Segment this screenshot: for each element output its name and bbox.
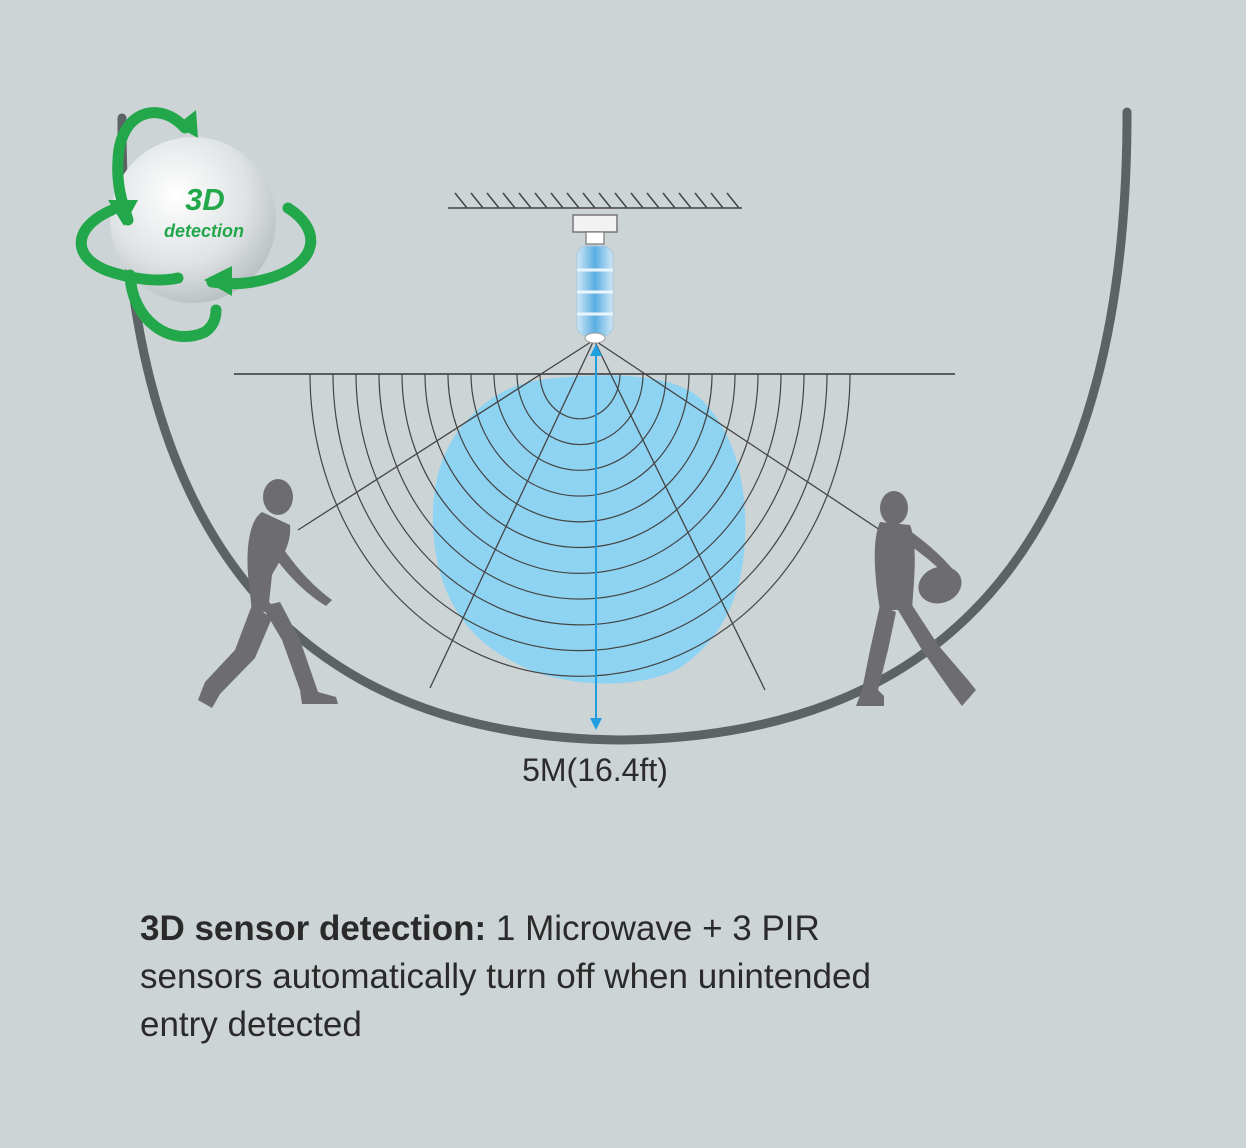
- 3d-detection-badge: 3D detection: [75, 107, 317, 342]
- detection-range-arcs: [309, 373, 851, 677]
- ceiling-hatch: [518, 192, 532, 209]
- bowl-arc: [117, 107, 1132, 745]
- ceiling-hatch: [614, 192, 628, 209]
- ceiling-hatch: [662, 192, 676, 209]
- ceiling-hatch: [646, 192, 660, 209]
- ceiling-hatch: [486, 192, 500, 209]
- pir-beams: [297, 339, 881, 691]
- ceiling-hatch: [694, 192, 708, 209]
- range-arc: [309, 373, 851, 677]
- motion-sensor-icon: [572, 214, 618, 344]
- range-arc: [516, 373, 644, 446]
- range-arc: [470, 373, 690, 497]
- range-arc: [401, 373, 759, 574]
- ceiling-hatch: [598, 192, 612, 209]
- sphere-icon: [110, 137, 276, 303]
- caption: 3D sensor detection: 1 Microwave + 3 PIR…: [140, 905, 1100, 1049]
- range-arc: [493, 373, 667, 471]
- range-arc: [378, 373, 782, 600]
- detection-zone: [432, 375, 746, 684]
- ceiling-hatch: [566, 192, 580, 209]
- ceiling-hatch: [678, 192, 692, 209]
- ceiling-hatch: [582, 192, 596, 209]
- ceiling-hatch: [550, 192, 564, 209]
- range-arc: [424, 373, 736, 549]
- ceiling-hatch: [502, 192, 516, 209]
- caption-line-1: 3D sensor detection: 1 Microwave + 3 PIR: [140, 905, 1100, 953]
- ceiling: [448, 192, 742, 209]
- person-with-bag-icon: [856, 491, 976, 706]
- ceiling-hatch: [726, 192, 740, 209]
- caption-line-1-rest: 1 Microwave + 3 PIR: [486, 909, 820, 948]
- ceiling-hatch: [454, 192, 468, 209]
- badge-title: 3D: [185, 182, 225, 217]
- range-arc: [539, 373, 621, 420]
- badge-subtitle: detection: [164, 221, 244, 241]
- ceiling-hatch: [470, 192, 484, 209]
- ceiling-hatch: [710, 192, 724, 209]
- distance-label: 5M(16.4ft): [522, 752, 668, 788]
- caption-line-2: sensors automatically turn off when unin…: [140, 957, 871, 996]
- range-arc: [332, 373, 828, 652]
- ceiling-hatch: [534, 192, 548, 209]
- caption-heading: 3D sensor detection:: [140, 909, 487, 948]
- detection-diagram: 3D detection: [75, 107, 1132, 745]
- ceiling-hatch: [630, 192, 644, 209]
- person-walking-icon: [198, 479, 338, 708]
- caption-line-3: entry detected: [140, 1005, 362, 1044]
- range-arc: [355, 373, 805, 626]
- range-arc: [447, 373, 713, 523]
